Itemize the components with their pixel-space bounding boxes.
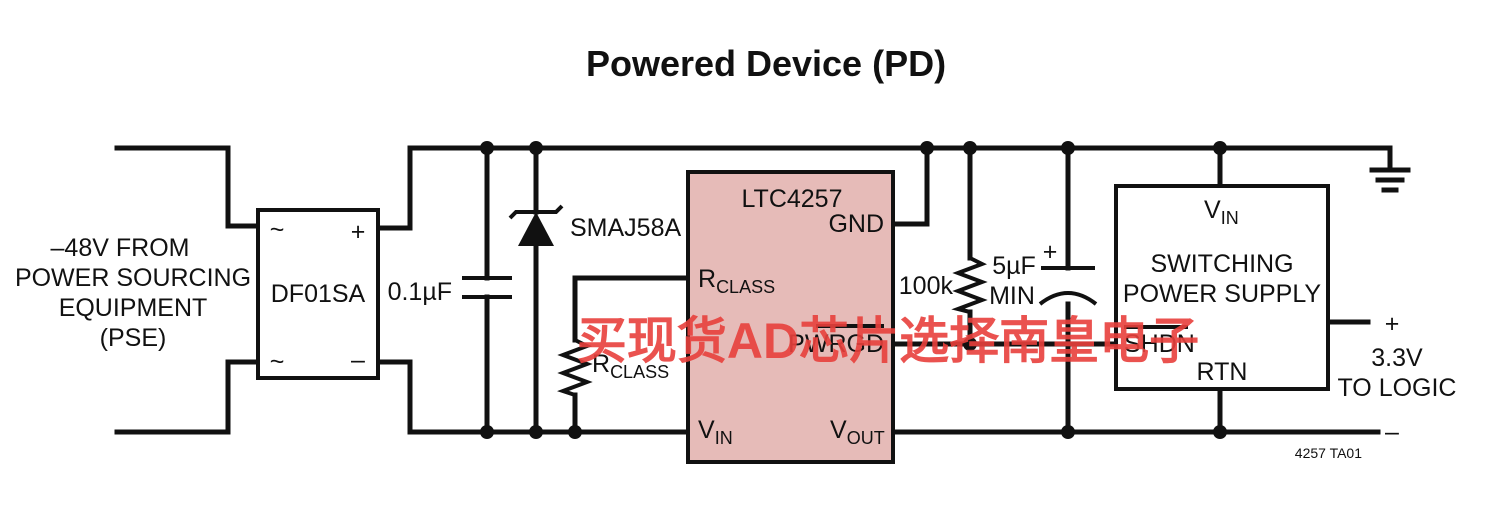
output-destination: TO LOGIC <box>1337 374 1456 402</box>
svg-text:(PSE): (PSE) <box>100 324 167 352</box>
ic-pin-vout: VOUT <box>830 416 885 448</box>
supply-pin-vin: VIN <box>1204 196 1239 228</box>
wiring <box>114 145 1393 435</box>
bridge-plus: + <box>351 218 366 246</box>
input-capacitor: 0.1µF <box>388 276 512 306</box>
bridge-ac-top: ~ <box>270 216 285 244</box>
supply-label-line1: SWITCHING <box>1150 250 1293 278</box>
ltc4257-body <box>686 170 895 464</box>
watermark-text: 买现货AD芯片选择南皇电子 <box>577 313 1199 369</box>
bulk-capacitor: + 5µF MIN <box>989 238 1098 310</box>
ic-pin-pwrgd: PWRGD <box>788 330 884 358</box>
ltc4257-ic: LTC4257 GND RCLASS PWRGD VIN VOUT <box>686 170 895 464</box>
supply-label-line2: POWER SUPPLY <box>1123 280 1322 308</box>
switching-power-supply: VIN SWITCHING POWER SUPPLY SHDN RTN <box>1114 184 1330 391</box>
input-capacitor-value: 0.1µF <box>388 278 452 306</box>
ic-pin-gnd: GND <box>828 210 884 238</box>
ic-pin-vin: VIN <box>698 416 733 448</box>
output-minus: – <box>1385 418 1399 446</box>
bulk-capacitor-plus: + <box>1043 238 1058 266</box>
bridge-rectifier: ~ + DF01SA ~ – <box>256 208 380 380</box>
figure-id: 4257 TA01 <box>1295 445 1362 461</box>
bridge-minus: – <box>351 346 365 374</box>
rclass-resistor: RCLASS <box>557 338 669 397</box>
ic-name: LTC4257 <box>742 185 843 213</box>
svg-text:–48V FROM: –48V FROM <box>51 234 190 262</box>
svg-text:EQUIPMENT: EQUIPMENT <box>59 294 208 322</box>
bulk-capacitor-value: 5µF <box>992 252 1036 280</box>
output-voltage: 3.3V <box>1371 344 1423 372</box>
bridge-name: DF01SA <box>271 280 366 308</box>
output-plus: + <box>1385 310 1400 338</box>
supply-pin-rtn: RTN <box>1197 358 1248 386</box>
pse-source-label: –48V FROM POWER SOURCING EQUIPMENT (PSE) <box>15 234 251 352</box>
diagram-title: Powered Device (PD) <box>586 43 946 84</box>
junction-dots <box>480 141 1227 439</box>
ground-icon <box>1369 167 1411 193</box>
tvs-diode-label: SMAJ58A <box>570 214 681 242</box>
output-labels: + 3.3V TO LOGIC – <box>1337 310 1456 446</box>
ic-pin-rclass: RCLASS <box>698 265 775 297</box>
svg-text:RCLASS: RCLASS <box>592 350 669 382</box>
tvs-diode: SMAJ58A <box>508 204 681 246</box>
svg-text:POWER SOURCING: POWER SOURCING <box>15 264 251 292</box>
bulk-capacitor-note: MIN <box>989 282 1035 310</box>
bridge-ac-bottom: ~ <box>270 348 285 376</box>
pullup-resistor: 100k <box>899 256 988 314</box>
supply-pin-shdn: SHDN <box>1124 330 1195 358</box>
pullup-resistor-value: 100k <box>899 272 954 300</box>
